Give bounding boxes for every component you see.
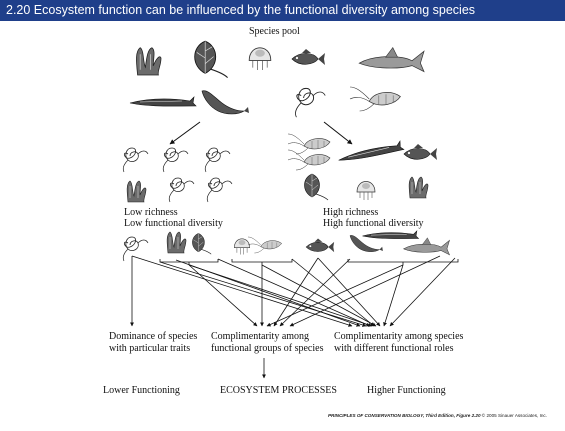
seaweed-illustration (194, 40, 229, 79)
arrow-to-low-diversity (169, 121, 201, 145)
arrow-to-high-diversity (323, 121, 353, 145)
jellyfish-illustration (248, 47, 272, 71)
lower-functioning-label: Lower Functioning (103, 385, 180, 396)
low-functional-diversity-label: Low functional diversity (124, 218, 223, 229)
dominance-mechanism-line1: Dominance of species (109, 331, 198, 342)
high-richness-label: High richness (323, 207, 379, 218)
species-complementarity-line2: with different functional roles (334, 343, 454, 354)
group-brackets (159, 259, 459, 265)
group-complementarity-line1: Complimentarity among (211, 331, 310, 342)
fish-illustration (291, 48, 326, 66)
high-functional-diversity-label: High functional diversity (323, 218, 424, 229)
shrimp-illustration (349, 86, 401, 112)
seal-illustration (201, 90, 250, 115)
figure-credit: PRINCIPLES OF CONSERVATION BIOLOGY, Thir… (328, 413, 547, 418)
low-richness-label: Low richness (124, 207, 178, 218)
dominance-mechanism-line2: with particular traits (109, 343, 191, 354)
shark-illustration (358, 47, 425, 72)
coral-illustration (136, 47, 162, 76)
book-credit: PRINCIPLES OF CONSERVATION BIOLOGY, Thir… (327, 413, 481, 418)
species-pool-label: Species pool (249, 26, 300, 37)
worm-illustration (294, 87, 326, 118)
group-complementarity-line2: functional groups of species (211, 343, 324, 354)
species-complementarity-line1: Complimentarity among species (334, 331, 464, 342)
mechanism-arrows (130, 255, 456, 379)
higher-functioning-label: Higher Functioning (367, 385, 446, 396)
eel-illustration (129, 96, 197, 107)
low-diversity-assemblage (122, 147, 233, 203)
ecosystem-processes-label: ECOSYSTEM PROCESSES (220, 385, 337, 396)
slide-title: 2.20 Ecosystem function can be influence… (0, 0, 565, 21)
bottom-organisms (122, 230, 450, 262)
high-diversity-assemblage (287, 133, 438, 201)
copyright-text: © 2005 Sinauer Associates, Inc. (480, 413, 547, 418)
